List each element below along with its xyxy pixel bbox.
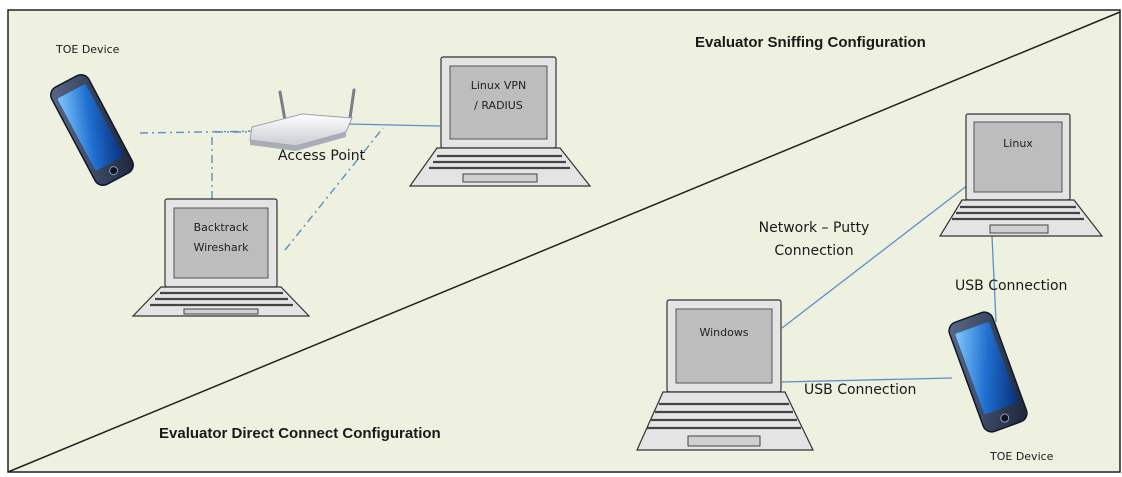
zone-divider (7, 11, 1121, 473)
linux-vpn-line2: / RADIUS (474, 99, 523, 112)
usb-connection-label-right: USB Connection (955, 278, 1068, 294)
network-putty-line1: Network – Putty (758, 220, 870, 236)
backtrack-laptop (131, 198, 311, 317)
windows-laptop (636, 299, 814, 451)
linux-vpn-line1: Linux VPN (470, 79, 527, 92)
linux-vpn-screen-text: Linux VPN / RADIUS (450, 76, 547, 120)
backtrack-line1: Backtrack (193, 221, 249, 234)
toe-device-label-top: TOE Device (56, 43, 120, 56)
linux-screen-text: Linux (974, 134, 1062, 156)
backtrack-line2: Wireshark (193, 241, 249, 254)
toe-device-phone-bottom (948, 311, 1028, 433)
linux-laptop (938, 113, 1104, 237)
wired-links (347, 123, 997, 383)
access-point-label: Access Point (278, 148, 366, 164)
linux-line: Linux (1003, 137, 1033, 150)
linux-vpn-laptop (408, 56, 592, 187)
toe-device-label-bottom: TOE Device (990, 450, 1054, 463)
toe-device-phone-top (50, 74, 134, 186)
wireless-links (139, 127, 384, 251)
network-putty-label: Network – Putty Connection (742, 217, 886, 263)
direct-connect-config-title: Evaluator Direct Connect Configuration (159, 425, 441, 442)
usb-connection-label-bottom: USB Connection (804, 382, 917, 398)
access-point-router (249, 88, 356, 151)
backtrack-screen-text: Backtrack Wireshark (174, 218, 268, 254)
windows-screen-text: Windows (676, 323, 772, 345)
windows-line: Windows (699, 326, 749, 339)
network-putty-line2: Connection (774, 243, 854, 259)
sniffing-config-title: Evaluator Sniffing Configuration (695, 34, 926, 51)
